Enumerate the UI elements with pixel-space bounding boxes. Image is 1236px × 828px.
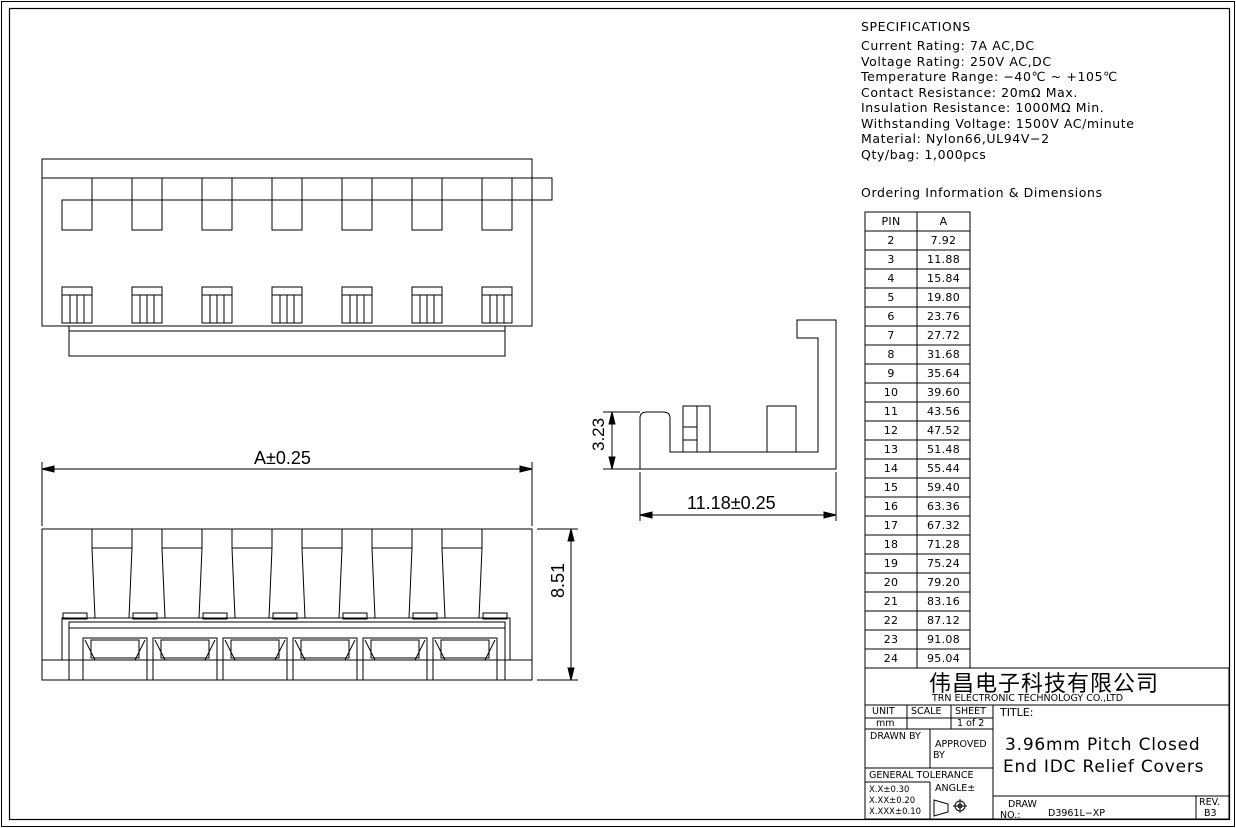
spec-line: Contact Resistance: 20mΩ Max.	[861, 84, 1078, 100]
table-cell-a: 15.84	[927, 272, 960, 285]
table-cell-a: 47.52	[927, 424, 960, 437]
table-cell-a: 31.68	[927, 348, 960, 361]
table-cell-a: 79.20	[927, 576, 960, 589]
table-cell-a: 27.72	[927, 329, 960, 342]
table-cell-a: 11.88	[927, 253, 960, 266]
table-cell-a: 59.40	[927, 481, 960, 494]
rev-value: B3	[1204, 808, 1217, 819]
table-cell-a: 63.36	[927, 500, 960, 513]
table-cell-pin: 4	[887, 272, 895, 285]
dimension-side-width-label: 11.18±0.25	[687, 493, 776, 513]
scale-label: SCALE	[911, 706, 942, 717]
sheet-value: 1 of 2	[957, 718, 985, 729]
table-header-a: A	[939, 215, 948, 228]
spec-line: Voltage Rating: 250V AC,DC	[861, 53, 1052, 69]
table-cell-a: 75.24	[927, 557, 960, 570]
table-cell-pin: 10	[883, 386, 899, 399]
table-cell-a: 55.44	[927, 462, 960, 475]
table-header-pin: PIN	[881, 215, 901, 228]
front-view	[41, 528, 533, 681]
spec-line: Qty/bag: 1,000pcs	[861, 146, 987, 162]
specifications-list: Current Rating: 7A AC,DC Voltage Rating:…	[861, 38, 1135, 162]
unit-label: UNIT	[872, 706, 895, 717]
table-cell-pin: 15	[883, 481, 899, 494]
spec-line: Current Rating: 7A AC,DC	[861, 38, 1035, 53]
table-cell-pin: 23	[883, 633, 899, 646]
dimension-side-height-lines	[603, 411, 640, 470]
drawing-title-line1: 3.96mm Pitch Closed	[1005, 735, 1201, 755]
drawing-number: D3961L−XP	[1048, 808, 1105, 819]
table-cell-a: 7.92	[930, 234, 957, 247]
table-cell-pin: 8	[887, 348, 895, 361]
table-cell-pin: 17	[883, 519, 899, 532]
table-cell-pin: 21	[883, 595, 899, 608]
tolerance-1: X.X±0.30	[869, 785, 910, 795]
top-view	[41, 158, 553, 357]
no-label: NO.:	[1000, 810, 1021, 821]
table-cell-a: 51.48	[927, 443, 960, 456]
table-cell-pin: 12	[883, 424, 899, 437]
table-cell-a: 19.80	[927, 291, 960, 304]
drawn-by-label: DRAWN BY	[870, 731, 921, 742]
company-name-en: TRN ELECTRONIC TECHNOLOGY CO.,LTD	[932, 693, 1124, 704]
spec-line: Temperature Range: −40℃ ~ +105℃	[861, 69, 1118, 84]
dimension-a-lines	[41, 462, 533, 526]
sheet-label: SHEET	[955, 706, 986, 717]
table-cell-pin: 2	[887, 234, 895, 247]
table-cell-a: 87.12	[927, 614, 960, 627]
table-cell-pin: 22	[883, 614, 899, 627]
approved-by-label: BY	[933, 750, 945, 761]
spec-line: Insulation Resistance: 1000MΩ Min.	[861, 100, 1105, 115]
general-tolerance-label: GENERAL TOLERANCE	[869, 770, 974, 781]
table-cell-pin: 24	[883, 652, 899, 665]
draw-label: DRAW	[1008, 799, 1037, 810]
company-name-cn: 伟昌电子科技有限公司	[929, 672, 1160, 697]
table-cell-pin: 9	[887, 367, 895, 380]
dimension-a-label: A±0.25	[254, 448, 311, 468]
table-cell-a: 91.08	[927, 633, 960, 646]
title-block-grid	[864, 667, 1230, 820]
table-cell-a: 35.64	[927, 367, 960, 380]
specifications-heading: SPECIFICATIONS	[861, 19, 971, 34]
inner-border	[8, 7, 1231, 821]
table-cell-a: 95.04	[927, 652, 960, 665]
table-cell-a: 71.28	[927, 538, 960, 551]
drawing-title-line2: End IDC Relief Covers	[1003, 757, 1205, 777]
table-cell-a: 39.60	[927, 386, 960, 399]
table-cell-pin: 11	[883, 405, 899, 418]
approved-label: APPROVED	[935, 739, 987, 750]
title-label: TITLE:	[1000, 706, 1034, 719]
table-cell-pin: 14	[883, 462, 899, 475]
tolerance-2: X.XX±0.20	[869, 796, 916, 806]
dimension-side-height-label: 3.23	[589, 417, 608, 451]
dimension-height-label: 8.51	[548, 562, 568, 598]
unit-value: mm	[876, 718, 895, 729]
table-cell-pin: 20	[883, 576, 899, 589]
dimension-side-width-lines	[639, 472, 837, 521]
table-cell-a: 43.56	[927, 405, 960, 418]
spec-line: Material: Nylon66,UL94V−2	[861, 131, 1050, 146]
spec-line: Withstanding Voltage: 1500V AC/minute	[861, 115, 1135, 131]
side-view	[639, 319, 837, 470]
tolerance-3: X.XXX±0.10	[869, 807, 922, 817]
ordering-heading: Ordering Information & Dimensions	[861, 185, 1103, 200]
table-cell-a: 67.32	[927, 519, 960, 532]
table-cell-pin: 6	[887, 310, 895, 323]
dimension-height-lines	[537, 528, 578, 681]
angle-label: ANGLE±	[935, 783, 976, 794]
table-cell-pin: 13	[883, 443, 899, 456]
table-cell-pin: 19	[883, 557, 899, 570]
table-cell-pin: 18	[883, 538, 899, 551]
table-cell-a: 23.76	[927, 310, 960, 323]
rev-label: REV.	[1199, 797, 1220, 808]
table-cell-pin: 16	[883, 500, 899, 513]
table-cell-pin: 5	[887, 291, 895, 304]
table-cell-pin: 7	[887, 329, 895, 342]
table-cell-pin: 3	[887, 253, 895, 266]
table-cell-a: 83.16	[927, 595, 960, 608]
